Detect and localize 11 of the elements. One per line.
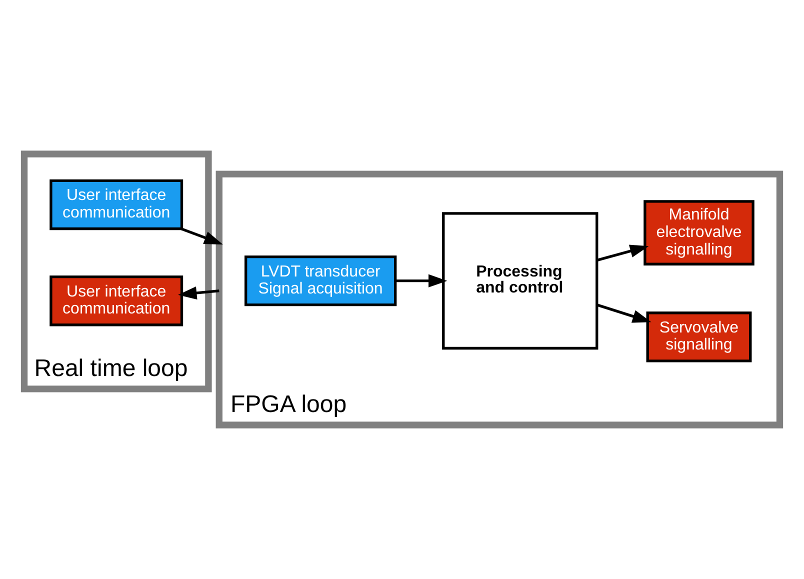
node-box: LVDT transducer Signal acquisition [244,255,397,306]
arrow [396,274,448,288]
arrow [596,304,652,323]
node-box: Processing and control [442,212,598,350]
arrow [596,244,649,262]
node-box: User interface communication [50,275,184,326]
node-box: Servovalve signalling [646,312,752,362]
arrow [181,228,223,244]
arrow [178,286,220,300]
node-box: User interface communication [50,179,184,230]
node-box: Manifold electrovalve signalling [644,200,754,266]
